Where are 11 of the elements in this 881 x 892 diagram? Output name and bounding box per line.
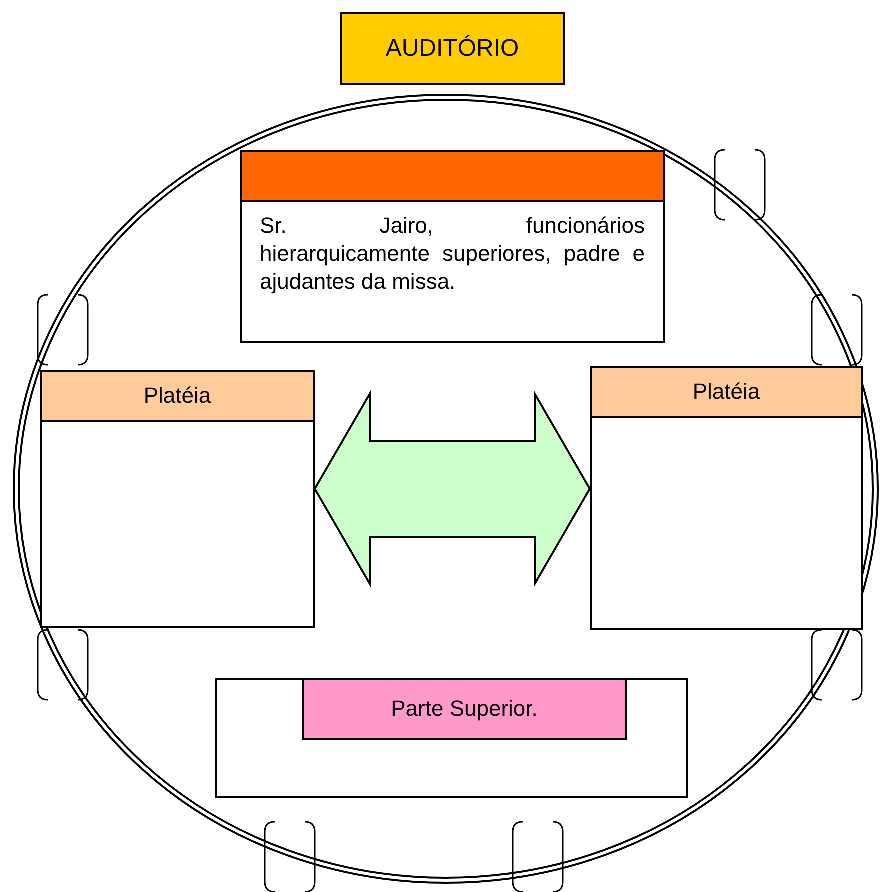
room-ellipse [12, 93, 880, 885]
section-heading: Platéia [592, 368, 861, 418]
double-arrow [314, 390, 592, 588]
seating-box [40, 370, 315, 628]
section-heading: Parte Superior. [302, 678, 627, 740]
description-text: Sr. Jairo, funcionários hierarquicamente superiores, padre e ajudantes da missa. [260, 212, 645, 296]
stage-box [240, 150, 665, 343]
section-heading: Platéia [42, 372, 313, 422]
title-box: AUDITÓRIO [340, 12, 565, 85]
section-box [215, 678, 688, 798]
seating-box [590, 366, 863, 630]
